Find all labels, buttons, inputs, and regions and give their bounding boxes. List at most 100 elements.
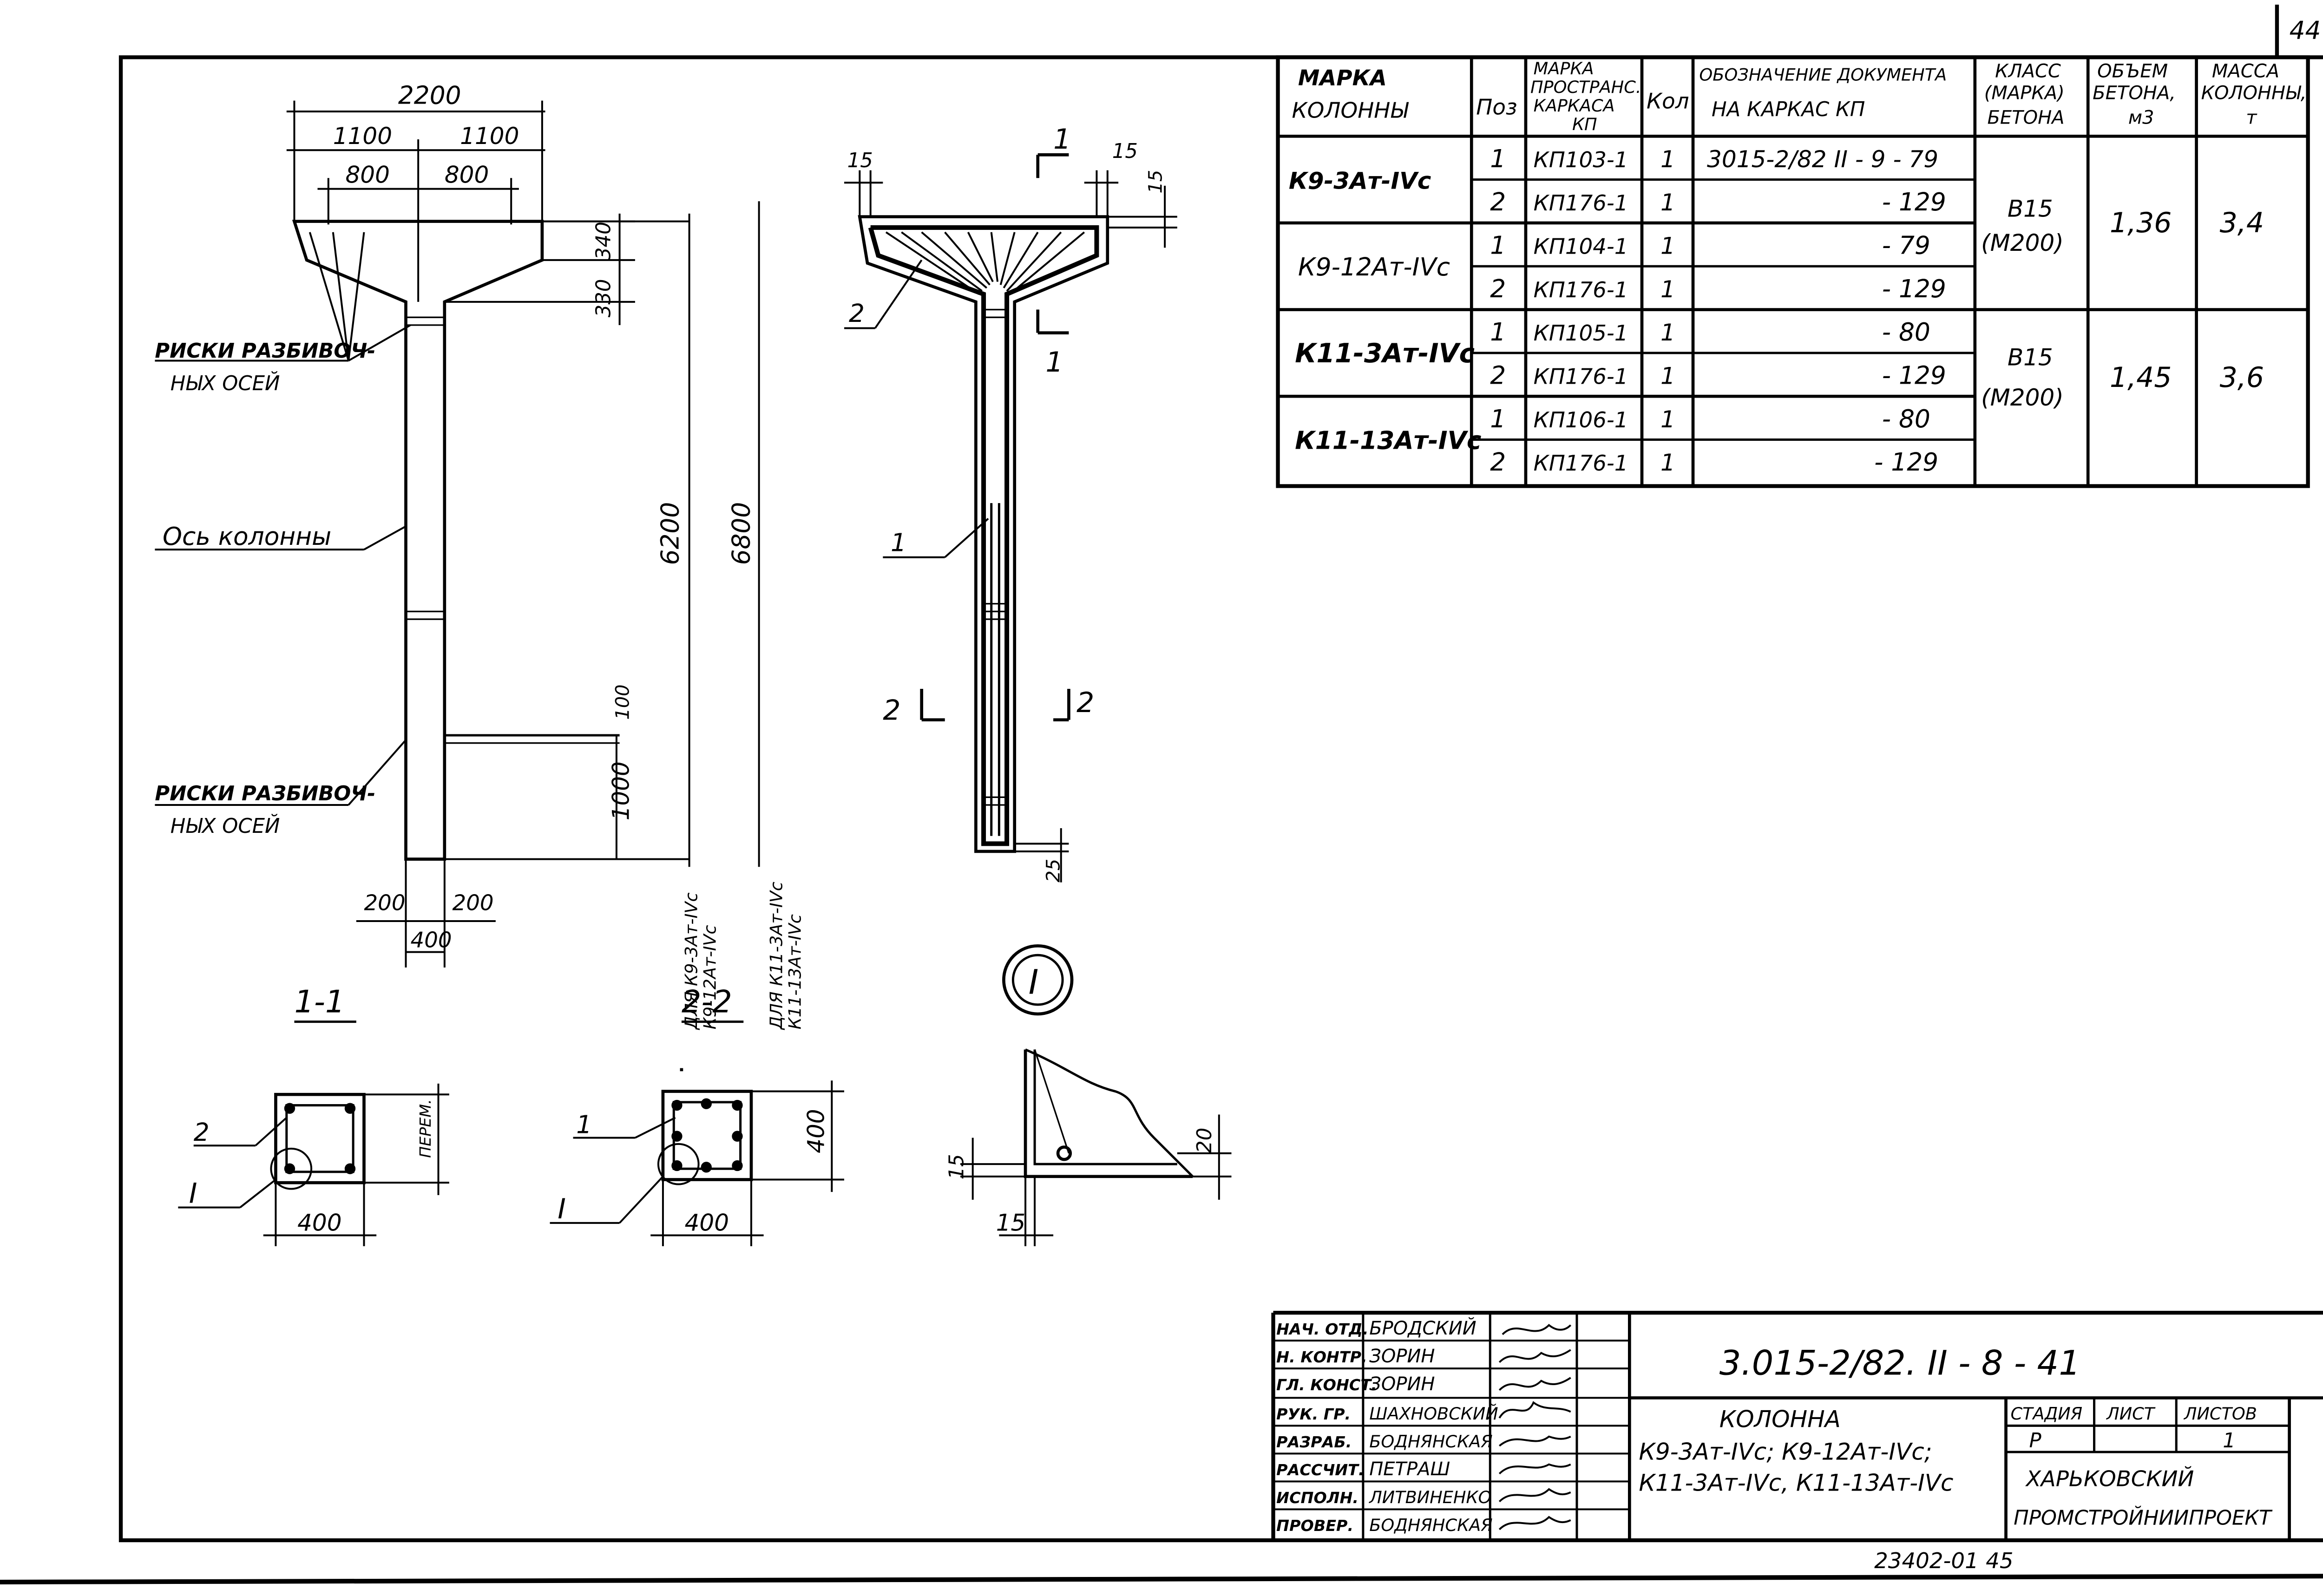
name-8: БОДНЯНСКАЯ xyxy=(1369,1515,1492,1535)
table-row-3-pos: 1 xyxy=(1490,231,1506,260)
detail-dim-15-vertical: 15 xyxy=(945,1154,969,1179)
spec-table-headers: МАРКА КОЛОННЫ Поз МАРКА ПРОСТРАНС. КАРКА… xyxy=(1292,59,2307,134)
header-class-line3: БЕТОНА xyxy=(1987,107,2064,129)
group-a-mass: 3,4 xyxy=(2220,207,2264,239)
section-2-2-width: 400 xyxy=(685,1209,729,1236)
table-row-3-frame: КП104-1 xyxy=(1534,235,1628,260)
product-marks-line2: К11-3Ат-IVс, К11-13Ат-IVс xyxy=(1639,1469,1953,1496)
title-block xyxy=(1271,1310,2323,1541)
position-label-2: 2 xyxy=(849,299,865,328)
table-row-5-frame: КП105-1 xyxy=(1534,321,1628,346)
table-row-7-qty: 1 xyxy=(1660,406,1675,433)
group-a-class-line2: (М200) xyxy=(1981,229,2064,256)
section-1-1-width: 400 xyxy=(297,1209,341,1236)
group-b-mass: 3,6 xyxy=(2220,361,2264,394)
table-row-4-pos: 2 xyxy=(1490,274,1506,303)
note-for-k9-line1: ДЛЯ К9-3Ат-IVс xyxy=(681,892,701,1030)
bottom-archive-code: 23402-01 xyxy=(1874,1549,1979,1574)
table-row-1-frame: КП103-1 xyxy=(1534,148,1628,173)
name-2: ЗОРИН xyxy=(1369,1346,1435,1367)
spec-table xyxy=(1276,55,2310,488)
sheets-value: 1 xyxy=(2223,1429,2236,1452)
mark-k9-3: К9-3Ат-IVс xyxy=(1289,168,1431,195)
header-frame-line2: ПРОСТРАНС. xyxy=(1530,77,1641,97)
table-row-7-doc: - 80 xyxy=(1882,404,1930,433)
detail-dim-15-horizontal: 15 xyxy=(996,1209,1026,1236)
position-label-1: 1 xyxy=(891,528,906,557)
page-number: 44 xyxy=(2290,15,2321,45)
table-row-7-frame: КП106-1 xyxy=(1534,408,1628,433)
mark-k11-13: К11-13Ат-IVс xyxy=(1295,425,1481,455)
table-row-2-doc: - 129 xyxy=(1882,187,1946,216)
dim-1000: 1000 xyxy=(608,761,635,820)
header-volume-line3: м3 xyxy=(2128,107,2154,129)
section-2-2 xyxy=(550,1020,845,1246)
section-1-1-title: 1-1 xyxy=(294,984,345,1020)
table-row-6-qty: 1 xyxy=(1660,363,1675,390)
header-frame-line4: КП xyxy=(1572,114,1597,134)
dim-330: 330 xyxy=(592,279,616,318)
detail-I-marker: I xyxy=(1029,963,1039,1002)
dim-6800: 6800 xyxy=(727,502,756,565)
section-1-1-pos: 2 xyxy=(194,1118,210,1147)
role-chief-designer: ГЛ. КОНСТ. xyxy=(1276,1376,1377,1394)
sheet-label: ЛИСТ xyxy=(2106,1404,2156,1424)
table-row-8-doc: - 129 xyxy=(1874,447,1938,477)
role-checked: ПРОВЕР. xyxy=(1276,1517,1353,1535)
sheet-frame xyxy=(0,4,2323,1585)
table-row-4-frame: КП176-1 xyxy=(1534,278,1628,303)
table-row-5-qty: 1 xyxy=(1660,319,1675,346)
product-marks-line1: К9-3Ат-IVс; К9-12Ат-IVс; xyxy=(1639,1439,1932,1465)
reinforcement-dim-lines xyxy=(844,153,1177,883)
document-code: 3.015-2/82. II - 8 - 41 xyxy=(1719,1343,2080,1383)
table-row-4-qty: 1 xyxy=(1660,276,1675,303)
table-row-8-qty: 1 xyxy=(1660,449,1675,476)
note-for-k11-line1: ДЛЯ К11-3Ат-IVс xyxy=(767,882,787,1030)
header-mass-line3: т xyxy=(2246,107,2257,129)
role-executor: ИСПОЛН. xyxy=(1276,1489,1358,1507)
role-head-of-dept: НАЧ. ОТД. xyxy=(1276,1320,1368,1338)
section-2-2-detail: I xyxy=(558,1193,566,1225)
dim-400-bottom: 400 xyxy=(411,928,452,953)
header-mass-line1: МАССА xyxy=(2212,61,2279,82)
label-column-axis: Ось колонны xyxy=(163,522,331,551)
header-pos: Поз xyxy=(1476,95,1517,120)
dim-2200: 2200 xyxy=(398,80,461,110)
section-1-1-height: ПЕРЕМ. xyxy=(416,1099,434,1158)
detail-I xyxy=(960,944,1232,1246)
group-b-class-line2: (М200) xyxy=(1981,384,2064,411)
header-volume-line2: БЕТОНА, xyxy=(2093,82,2176,104)
mark-k11-3: К11-3Ат-IVс xyxy=(1295,338,1475,369)
note-for-k11-line2: К11-13Ат-IVс xyxy=(785,914,805,1029)
name-6: ПЕТРАШ xyxy=(1369,1459,1450,1480)
sheets-label: ЛИСТОВ xyxy=(2183,1404,2257,1424)
group-a-volume: 1,36 xyxy=(2110,207,2172,239)
name-3: ЗОРИН xyxy=(1369,1374,1435,1395)
dim-15-right: 15 xyxy=(1112,140,1138,163)
note-for-k9-line2: К9-12Ат-IVс xyxy=(700,925,720,1029)
section-2-2-pos: 1 xyxy=(576,1110,592,1139)
table-row-6-frame: КП176-1 xyxy=(1534,365,1628,390)
title-block-roles: НАЧ. ОТД. Н. КОНТР. ГЛ. КОНСТ. РУК. ГР. … xyxy=(1276,1317,1498,1535)
dim-200-right: 200 xyxy=(453,891,494,916)
header-mass-line2: КОЛОННЫ, xyxy=(2201,82,2307,104)
table-row-1-qty: 1 xyxy=(1660,146,1675,173)
dim-6200: 6200 xyxy=(655,502,684,565)
table-row-2-frame: КП176-1 xyxy=(1534,191,1628,216)
group-b-class-line1: В15 xyxy=(2008,344,2053,371)
table-row-1-pos: 1 xyxy=(1490,144,1506,173)
cut-mark-2-right: 2 xyxy=(1076,687,1094,719)
dim-800-right: 800 xyxy=(445,161,489,188)
dim-1100-right: 1100 xyxy=(460,123,519,150)
header-class-line1: КЛАСС xyxy=(1995,61,2061,82)
stage-value: Р xyxy=(2029,1429,2042,1452)
table-row-3-qty: 1 xyxy=(1660,233,1675,260)
name-5: БОДНЯНСКАЯ xyxy=(1369,1432,1492,1452)
dim-800-left: 800 xyxy=(345,161,389,188)
dim-15-side: 15 xyxy=(1145,170,1166,194)
column-dimension-lines xyxy=(155,100,760,968)
header-volume-line1: ОБЪЕМ xyxy=(2097,61,2168,82)
label-marks-bottom-line1: РИСКИ РАЗБИВОЧ- xyxy=(155,782,375,805)
table-row-1-doc: 3015-2/82 II - 9 - 79 xyxy=(1707,146,1938,173)
section-1-1-detail: I xyxy=(189,1177,197,1210)
